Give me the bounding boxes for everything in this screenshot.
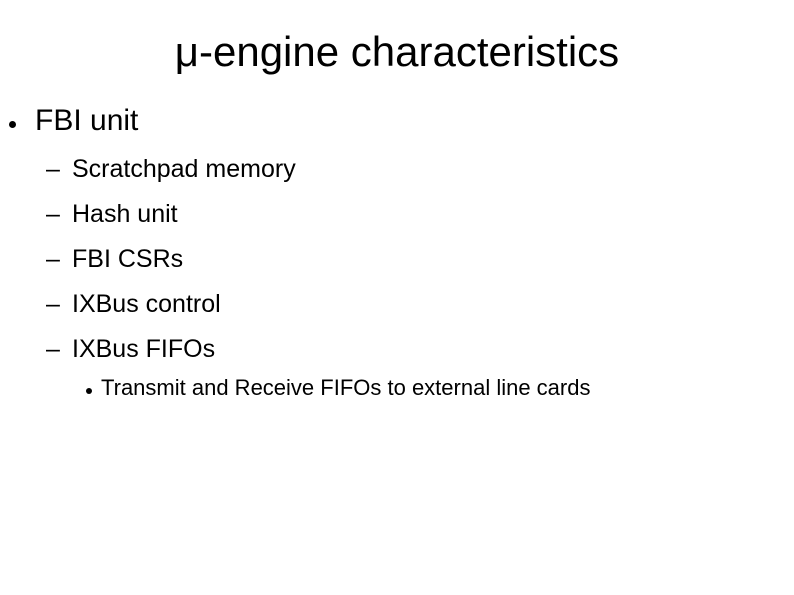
dash-bullet-icon: – xyxy=(46,335,60,363)
slide-title: μ-engine characteristics xyxy=(174,28,620,75)
sub-bullet-item-scratchpad-memory: –Scratchpad memory xyxy=(46,155,296,184)
sub-bullet-label: FBI CSRs xyxy=(72,245,184,273)
sub-bullet-label: Scratchpad memory xyxy=(72,155,296,183)
sub-sub-bullet-label: Transmit and Receive FIFOs to external l… xyxy=(101,375,591,400)
sub-sub-bullet-item-transmit-receive: Transmit and Receive FIFOs to external l… xyxy=(86,375,590,401)
sub-bullet-label: IXBus control xyxy=(72,290,221,318)
sub-bullet-label: Hash unit xyxy=(72,200,178,228)
dash-bullet-icon: – xyxy=(46,245,60,273)
circle-bullet-icon xyxy=(9,121,16,128)
sub-bullet-item-ixbus-fifos: –IXBus FIFOs xyxy=(46,335,215,364)
dash-bullet-icon: – xyxy=(46,155,60,183)
sub-bullet-label: IXBus FIFOs xyxy=(72,335,216,363)
sub-bullet-item-hash-unit: –Hash unit xyxy=(46,200,178,229)
sub-bullet-item-ixbus-control: –IXBus control xyxy=(46,290,221,319)
dash-bullet-icon: – xyxy=(46,200,60,228)
dash-bullet-icon: – xyxy=(46,290,60,318)
circle-bullet-icon xyxy=(86,388,92,394)
sub-bullet-item-fbi-csrs: –FBI CSRs xyxy=(46,245,183,274)
bullet-item-fbi-unit: FBI unit xyxy=(9,104,138,138)
bullet-label: FBI unit xyxy=(35,104,139,137)
